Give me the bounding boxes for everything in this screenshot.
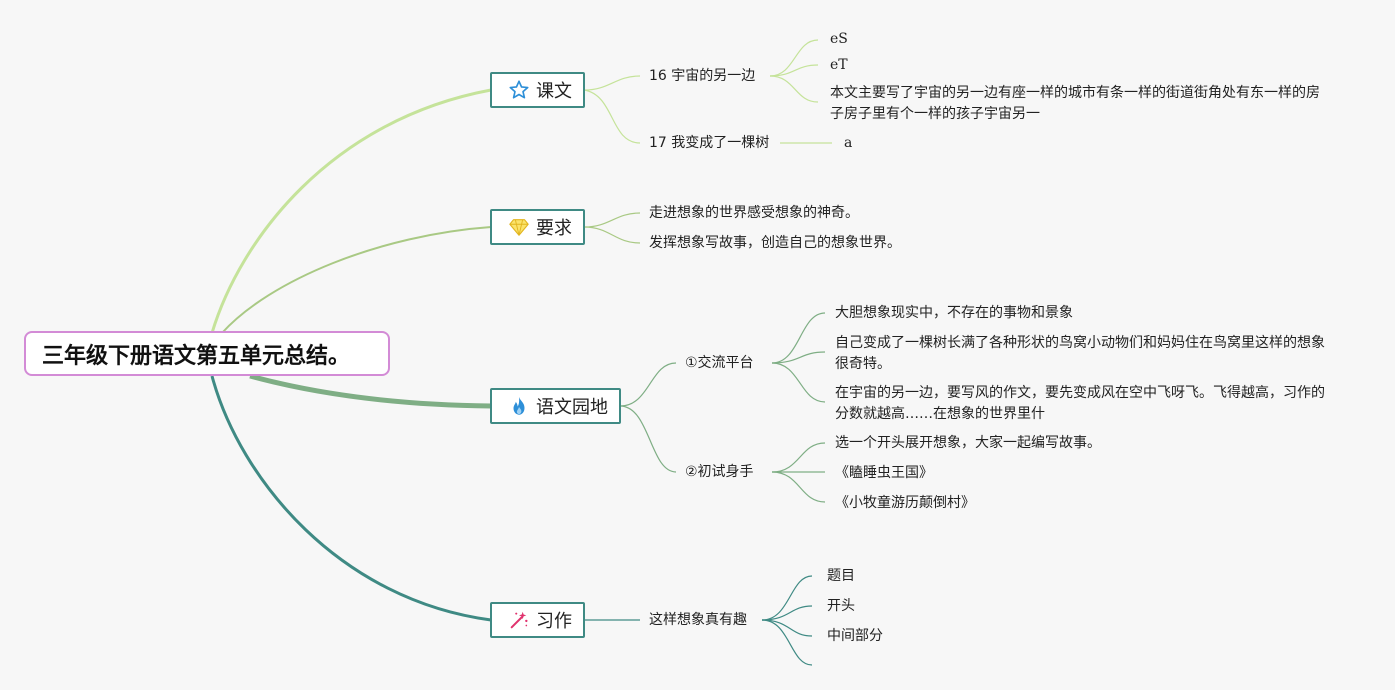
topic-16-child-summary[interactable]: 本文主要写了宇宙的另一边有座一样的城市有条一样的街道街角处有东一样的房子房子里有… <box>830 85 1320 122</box>
xizuo-item-timu[interactable]: 题目 <box>827 568 855 584</box>
link-jiaoliu-1 <box>771 312 826 364</box>
chushi-item-2[interactable]: 《瞌睡虫王国》 <box>835 465 933 481</box>
branch-xizuo-label: 习作 <box>536 611 572 632</box>
link-zheyang-2 <box>761 605 813 621</box>
jiaoliu-item-3[interactable]: 在宇宙的另一边，要写风的作文，要先变成风在空中飞呀飞。飞得越高，习作的分数就越高… <box>835 385 1325 422</box>
link-16-es <box>769 39 819 77</box>
link-root-kewen <box>210 88 492 334</box>
branch-kewen-label: 课文 <box>536 81 572 102</box>
flame-icon <box>508 395 530 417</box>
jiaoliu-pingtai-label[interactable]: ①交流平台 <box>685 355 754 371</box>
star-icon <box>508 79 530 101</box>
diamond-icon <box>508 216 530 238</box>
yaoqiu-item-2[interactable]: 发挥想象写故事，创造自己的想象世界。 <box>649 235 901 251</box>
jiaoliu-item-1[interactable]: 大胆想象现实中，不存在的事物和景象 <box>835 305 1073 321</box>
link-kewen-17 <box>583 89 641 144</box>
link-yuandi-jiaoliu <box>619 362 677 407</box>
link-root-yaoqiu <box>221 226 492 334</box>
yaoqiu-item-1[interactable]: 走进想象的世界感受想象的神奇。 <box>649 205 859 221</box>
link-zheyang-4 <box>761 619 813 666</box>
branch-yaoqiu-label: 要求 <box>536 218 572 239</box>
link-kewen-16 <box>583 75 641 91</box>
chushi-item-1[interactable]: 选一个开头展开想象，大家一起编写故事。 <box>835 435 1101 451</box>
chushi-shenshou-label[interactable]: ②初试身手 <box>685 464 754 480</box>
branch-xizuo[interactable]: 习作 <box>490 602 585 638</box>
jiaoliu-item-2[interactable]: 自己变成了一棵树长满了各种形状的鸟窝小动物们和妈妈住在鸟窝里这样的想象很奇特。 <box>835 335 1325 372</box>
branch-kewen[interactable]: 课文 <box>490 72 585 108</box>
topic-16-child-et[interactable]: eT <box>830 57 848 73</box>
link-16-et <box>769 64 819 77</box>
zheyang-xiangxiang-label[interactable]: 这样想象真有趣 <box>649 612 747 628</box>
link-jiaoliu-2 <box>771 351 826 364</box>
link-root-xizuo <box>210 375 492 622</box>
branch-yuwenyuandi[interactable]: 语文园地 <box>490 388 621 424</box>
topic-17-child-a[interactable]: a <box>844 135 853 151</box>
root-topic[interactable]: 三年级下册语文第五单元总结。 <box>24 331 390 376</box>
link-root-yuwenyuandi <box>249 373 492 409</box>
link-zheyang-3 <box>761 619 813 637</box>
link-chushi-1 <box>771 442 826 473</box>
link-zheyang-1 <box>761 575 813 621</box>
link-jiaoliu-3 <box>771 362 826 403</box>
branch-yuwenyuandi-label: 语文园地 <box>536 397 608 418</box>
root-topic-label: 三年级下册语文第五单元总结。 <box>42 343 351 369</box>
topic-17-label[interactable]: 17 我变成了一棵树 <box>649 135 770 151</box>
link-16-desc <box>769 75 819 103</box>
link-yaoqiu-2 <box>583 226 641 244</box>
xizuo-item-zhongjian[interactable]: 中间部分 <box>827 628 883 644</box>
topic-16-label[interactable]: 16 宇宙的另一边 <box>649 68 756 84</box>
link-chushi-3 <box>771 471 826 503</box>
magic-wand-icon <box>508 609 530 631</box>
chushi-item-3[interactable]: 《小牧童游历颠倒村》 <box>835 495 975 511</box>
xizuo-item-kaitou[interactable]: 开头 <box>827 598 855 614</box>
link-yuandi-chushi <box>619 405 677 473</box>
branch-yaoqiu[interactable]: 要求 <box>490 209 585 245</box>
topic-16-child-es[interactable]: eS <box>830 31 848 47</box>
link-yaoqiu-1 <box>583 212 641 228</box>
